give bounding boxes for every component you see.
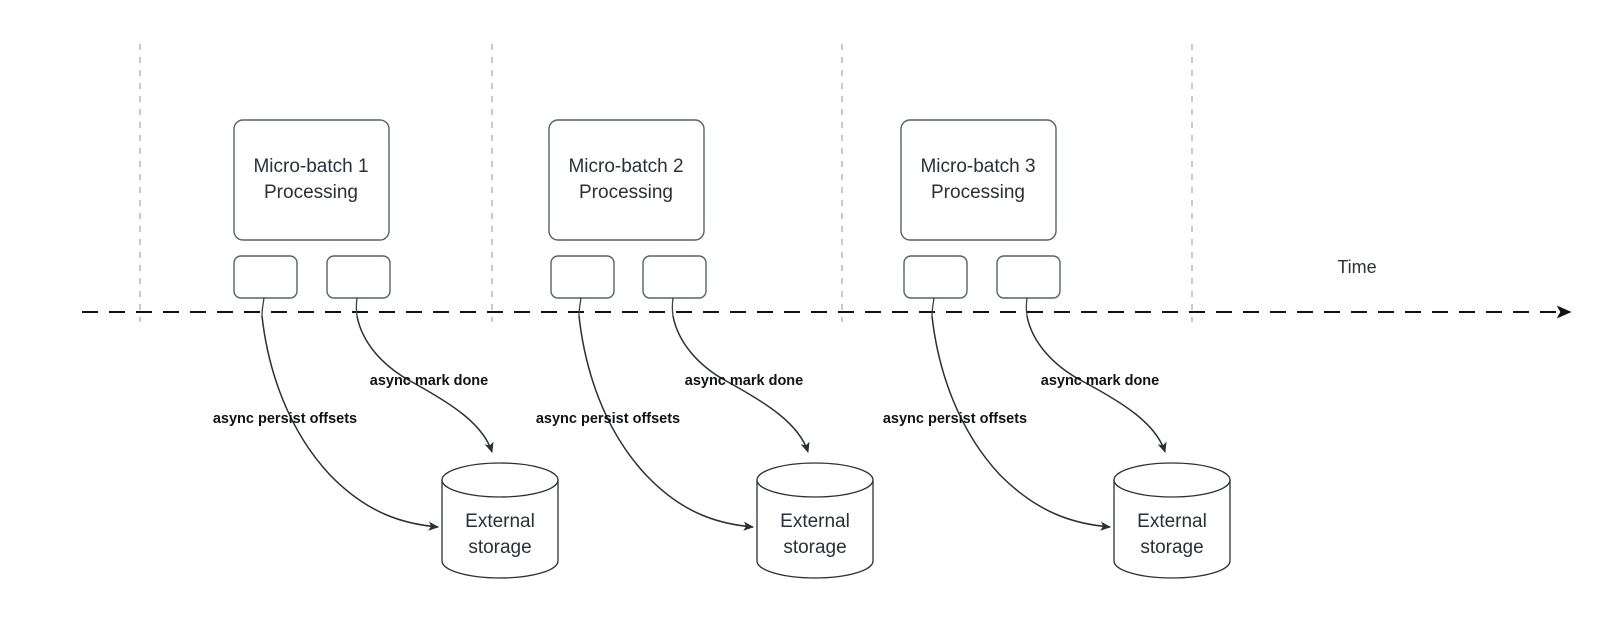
group-3-async-mark-done-label: async mark done	[1041, 373, 1159, 389]
micro-batch-2-label-line1: Micro-batch 2	[568, 156, 683, 177]
group-3-external-storage-label-line2: storage	[1140, 537, 1203, 558]
group-2-external-storage-label-line1: External	[780, 511, 850, 532]
group-1-mark-done-task-box[interactable]	[326, 255, 391, 299]
group-3-async-persist-offsets-edge	[931, 315, 1112, 531]
group-1-persist-offsets-task-box[interactable]	[233, 255, 298, 299]
group-1-external-storage-label-line1: External	[465, 511, 535, 532]
group-2-mark-done-task-box[interactable]	[642, 255, 707, 299]
group-3-async-persist-offsets-label: async persist offsets	[883, 411, 1027, 427]
group-3-async-mark-done-edge	[1026, 315, 1167, 453]
group-3-persist-offsets-task-box[interactable]	[903, 255, 968, 299]
group-1-async-mark-done-edge	[356, 315, 494, 453]
group-2-mark-done-stem	[671, 297, 674, 317]
micro-batch-3-label-line2: Processing	[931, 182, 1025, 203]
group-1-external-storage-cylinder[interactable]: External storage	[441, 462, 559, 579]
group-1-mark-done-stem	[355, 297, 358, 317]
time-axis-label: Time	[1337, 257, 1376, 277]
group-1-async-persist-offsets-edge	[261, 315, 440, 531]
micro-batch-group-1: Micro-batch 1 Processing async persist o…	[213, 119, 559, 579]
micro-batch-1-label-line1: Micro-batch 1	[253, 156, 368, 177]
group-3-mark-done-stem	[1025, 297, 1028, 317]
group-2-external-storage-label-line2: storage	[783, 537, 846, 558]
micro-batch-group-2: Micro-batch 2 Processing async persist o…	[536, 119, 874, 579]
micro-batch-2-label-line2: Processing	[579, 182, 673, 203]
group-3-cylinder-top	[1113, 462, 1231, 498]
group-3-external-storage-label-line1: External	[1137, 511, 1207, 532]
group-3-external-storage-cylinder[interactable]: External storage	[1113, 462, 1231, 579]
micro-batch-3-label-line1: Micro-batch 3	[920, 156, 1035, 177]
group-2-async-mark-done-edge	[672, 315, 810, 453]
group-2-persist-offsets-task-box[interactable]	[550, 255, 615, 299]
group-1-async-mark-done-label: async mark done	[370, 373, 488, 389]
group-3-cylinder-body	[1113, 479, 1231, 579]
group-1-persist-offsets-stem	[261, 297, 265, 317]
group-3-mark-done-task-box[interactable]	[996, 255, 1061, 299]
group-2-cylinder-top	[756, 462, 874, 498]
group-1-cylinder-body	[441, 479, 559, 579]
micro-batch-group-3: Micro-batch 3 Processing async persist o…	[883, 119, 1231, 579]
group-2-persist-offsets-stem	[578, 297, 582, 317]
micro-batch-1-label-line2: Processing	[264, 182, 358, 203]
time-axis: Time	[82, 257, 1572, 319]
micro-batch-1-box[interactable]	[233, 119, 390, 241]
group-1-async-persist-offsets-label: async persist offsets	[213, 411, 357, 427]
group-2-async-persist-offsets-edge	[578, 315, 755, 531]
group-2-async-mark-done-label: async mark done	[685, 373, 803, 389]
group-2-async-persist-offsets-label: async persist offsets	[536, 411, 680, 427]
group-1-external-storage-label-line2: storage	[468, 537, 531, 558]
group-2-external-storage-cylinder[interactable]: External storage	[756, 462, 874, 579]
group-3-persist-offsets-stem	[931, 297, 935, 317]
group-1-cylinder-top	[441, 462, 559, 498]
group-2-cylinder-body	[756, 479, 874, 579]
micro-batch-3-box[interactable]	[900, 119, 1057, 241]
micro-batch-2-box[interactable]	[548, 119, 705, 241]
